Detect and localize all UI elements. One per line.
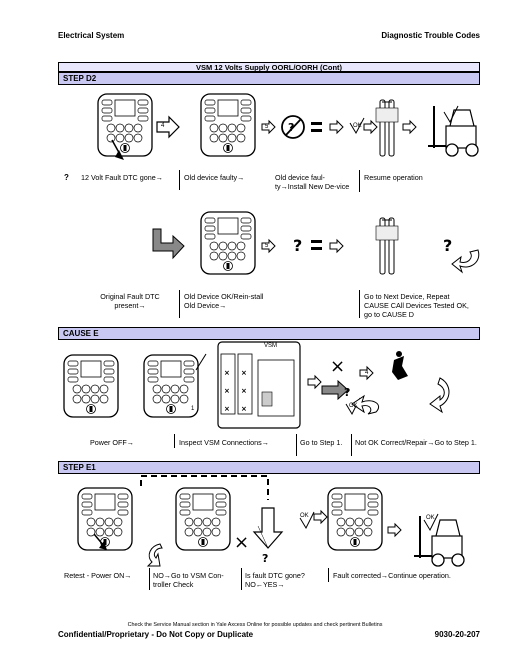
cause-e-bar: CAUSE E [58,327,480,340]
vsm-label: VSM [264,343,278,349]
divider [174,434,175,448]
svg-text:?: ? [262,552,268,565]
caption: Old Device OK/Rein-stall Old Device→ [184,292,264,310]
caption: Power OFF→ [90,438,134,447]
svg-text:×: × [224,369,230,377]
svg-text:?: ? [443,236,452,255]
question-mark: ? [64,173,69,182]
caption: Old device faul-ty→Install New De-vice [275,173,350,191]
caption: Go to Next Device, Repeat CAUSE CAll Dev… [364,292,469,319]
table-title: VSM 12 Volts Supply OORL/OORH (Cont) [58,62,480,72]
step-e1-bar: STEP E1 [58,461,480,474]
step-d2-bar: STEP D2 [58,72,480,85]
caption: 12 Volt Fault DTC gone→ [81,173,163,182]
ok-label: OK [300,513,309,519]
svg-text:?: ? [288,121,294,134]
divider [149,568,150,590]
svg-text:?: ? [344,386,350,399]
caption: Resume operation [364,173,423,182]
divider [359,290,360,318]
divider [359,170,360,192]
section-title: Electrical System [58,31,125,40]
divider [296,434,297,456]
svg-text:×: × [224,387,230,395]
chapter-title: Diagnostic Trouble Codes [381,31,480,40]
callout-4: 4 [365,370,369,376]
caption: NO→Go to VSM Con-troller Check [153,571,224,589]
caption: Is fault DTC gone? NO←YES→ [245,571,305,589]
divider [351,434,352,456]
divider [328,568,329,582]
ok-label: OK [349,403,358,409]
divider [179,170,180,190]
caption-text: Power OFF→ [90,438,134,447]
callout-1: 1 [191,406,195,412]
caption: Go to Step 1. [300,438,343,447]
caption: Fault corrected→Continue operation. [333,571,451,580]
footer-note: Check the Service Manual section in Yale… [127,622,383,628]
svg-text:×: × [241,405,247,413]
svg-text:×: × [224,405,230,413]
page-number: 9030-20-207 [434,630,480,639]
divider [179,290,180,318]
ok-label: OK [353,123,362,129]
svg-text:×: × [241,369,247,377]
caption: Retest - Power ON→ [64,571,132,580]
divider [241,568,242,590]
svg-text:×: × [241,387,247,395]
caption: Inspect VSM Connections→ [179,438,269,447]
confidentiality-notice: Confidential/Proprietary - Do Not Copy o… [58,630,254,639]
ok-label: OK [426,515,435,521]
caption: Original Fault DTC present→ [100,292,160,310]
callout-4: 4 [161,123,165,129]
caption: Old device faulty→ [184,173,245,182]
callout-5: 5 [265,124,269,130]
svg-text:×: × [330,356,345,377]
caption: Not OK Correct/Repair→Go to Step 1. [355,438,477,447]
svg-text:×: × [234,532,249,553]
callout-5: 5 [265,243,269,249]
svg-text:?: ? [293,236,302,255]
